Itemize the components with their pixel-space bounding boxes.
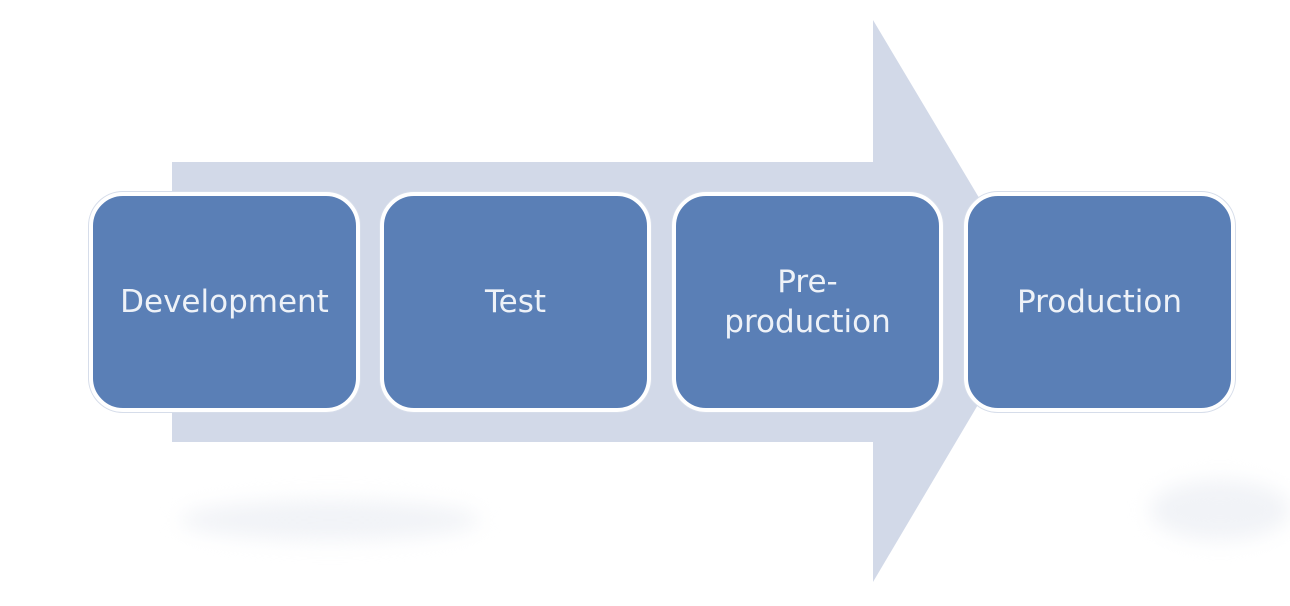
reflection-shadow (1150, 480, 1290, 540)
step-label: Development (120, 284, 329, 320)
reflection-shadow (180, 500, 480, 540)
step-label: Production (1017, 284, 1182, 320)
step-label: Test (484, 284, 547, 320)
step-pre-production: Pre-production (672, 192, 943, 412)
step-label: Pre-production (724, 264, 891, 340)
step-test: Test (380, 192, 651, 412)
step-production: Production (964, 192, 1235, 412)
step-development: Development (89, 192, 360, 412)
